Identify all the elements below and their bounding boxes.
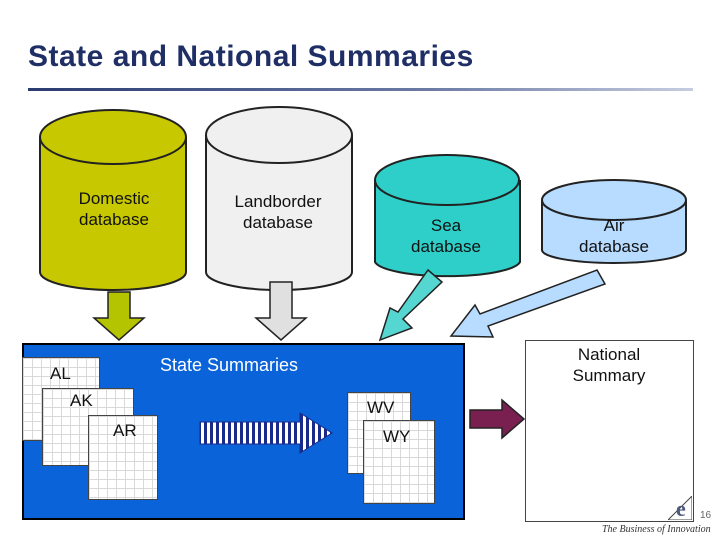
sea-database-cylinder — [374, 154, 521, 278]
state-summaries-title: State Summaries — [160, 355, 299, 375]
domestic-database-cylinder — [39, 109, 187, 291]
air-diagonal-arrow — [449, 269, 607, 338]
national-summary-sheet — [525, 340, 694, 522]
landborder-down-arrow — [254, 281, 308, 341]
state-sheet-wy — [363, 420, 435, 504]
page-number: 16 — [700, 510, 712, 521]
title-underline — [28, 88, 693, 91]
state-striped-arrow — [199, 412, 333, 454]
state-sheet-al-label: AL — [50, 364, 71, 383]
state-sheet-ar — [88, 415, 158, 500]
state-sheet-wy-label: WY — [383, 427, 411, 446]
sea-diagonal-arrow — [378, 268, 444, 342]
state-to-national-arrow — [469, 398, 526, 440]
national-summary-page-curl — [668, 496, 692, 520]
air-database-cylinder — [541, 179, 687, 264]
state-sheet-ak-label: AK — [70, 391, 93, 410]
footer-brand-text: The Business of Innovation — [602, 524, 711, 535]
domestic-down-arrow — [92, 291, 146, 341]
state-sheet-ar-label: AR — [113, 421, 137, 440]
company-logo: e — [676, 496, 686, 521]
state-sheet-wv-label: WV — [367, 398, 395, 417]
slide-title: State and National Summaries — [28, 40, 474, 73]
